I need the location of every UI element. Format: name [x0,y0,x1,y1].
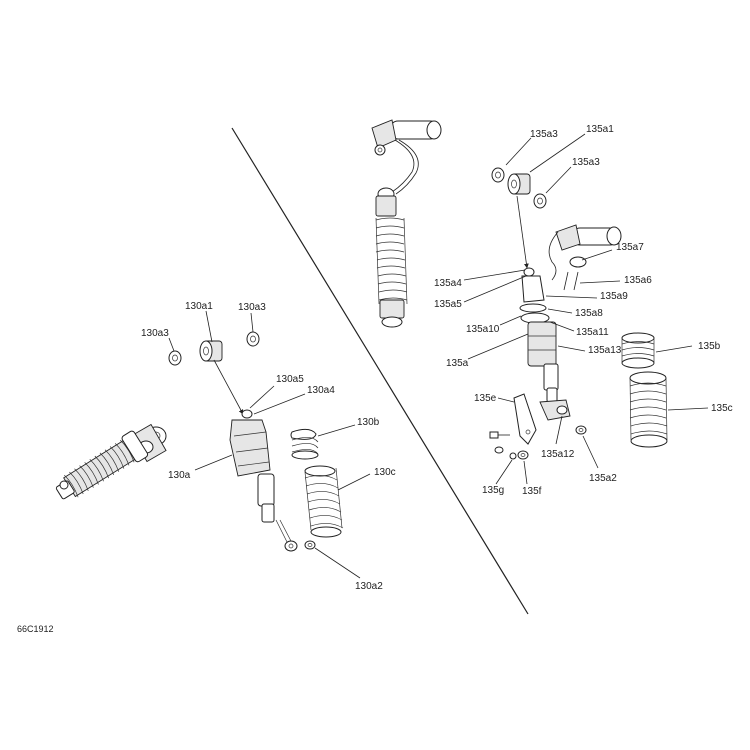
callout-135a8: 135a8 [575,308,603,319]
callout-135e: 135e [474,393,497,404]
bushing-130a1 [199,340,223,362]
callout-labels: 130a1 130a3 130a3 130a5 130a4 130b 130c … [17,124,733,634]
callout-135a7: 135a7 [616,242,644,253]
callout-135a10: 135a10 [466,324,500,335]
callout-135c: 135c [711,403,733,414]
callout-130c: 130c [374,467,396,478]
callout-135a6: 135a6 [624,275,652,286]
callout-135a13: 135a13 [588,345,622,356]
callout-135a3-mid: 135a3 [572,157,600,168]
callout-135a1: 135a1 [586,124,614,135]
bolt-135g [489,431,517,460]
callout-130a1: 130a1 [185,301,213,312]
callout-130a3-left: 130a3 [141,328,169,339]
spring-130b [290,428,319,460]
front-shock-assembled [55,423,167,500]
spring-130c [304,465,344,538]
callout-135f: 135f [522,486,542,497]
callout-130a3-right: 130a3 [238,302,266,313]
washer-135a3-mid [533,193,547,209]
pins-135a6 [563,271,579,291]
spring-135c [629,371,668,448]
callout-135a2: 135a2 [589,473,617,484]
washer-130a3-right [246,331,260,347]
callout-135a3-top: 135a3 [530,129,558,140]
callout-135b: 135b [698,341,721,352]
callout-135a9: 135a9 [600,291,628,302]
bushing-135a1 [507,173,531,195]
nut-130a2 [304,540,316,550]
callout-130a4: 130a4 [307,385,335,396]
washer-130a3-left [168,350,182,366]
callout-135a5: 135a5 [434,299,462,310]
callout-130a: 130a [168,470,191,481]
leader-lines [168,133,709,579]
reservoir-135a7 [548,224,622,281]
rear-shock-assembled [371,119,442,328]
nut-135a2 [575,425,587,435]
callout-135a11: 135a11 [576,327,609,338]
callout-135a: 135a [446,358,469,369]
callout-135a4: 135a4 [434,278,462,289]
shock-body-135a [519,267,571,421]
bracket-135e [513,393,537,445]
washer-135a3-top [491,167,505,183]
spring-135b [621,332,655,369]
shock-body-130a [229,409,298,552]
washer-135f [517,450,529,460]
callout-130b: 130b [357,417,380,428]
callout-135g: 135g [482,485,504,496]
callout-130a2: 130a2 [355,581,383,592]
callout-130a5: 130a5 [276,374,304,385]
figure-code: 66C1912 [17,624,54,634]
section-divider-line [231,127,529,615]
callout-135a12: 135a12 [541,449,575,460]
